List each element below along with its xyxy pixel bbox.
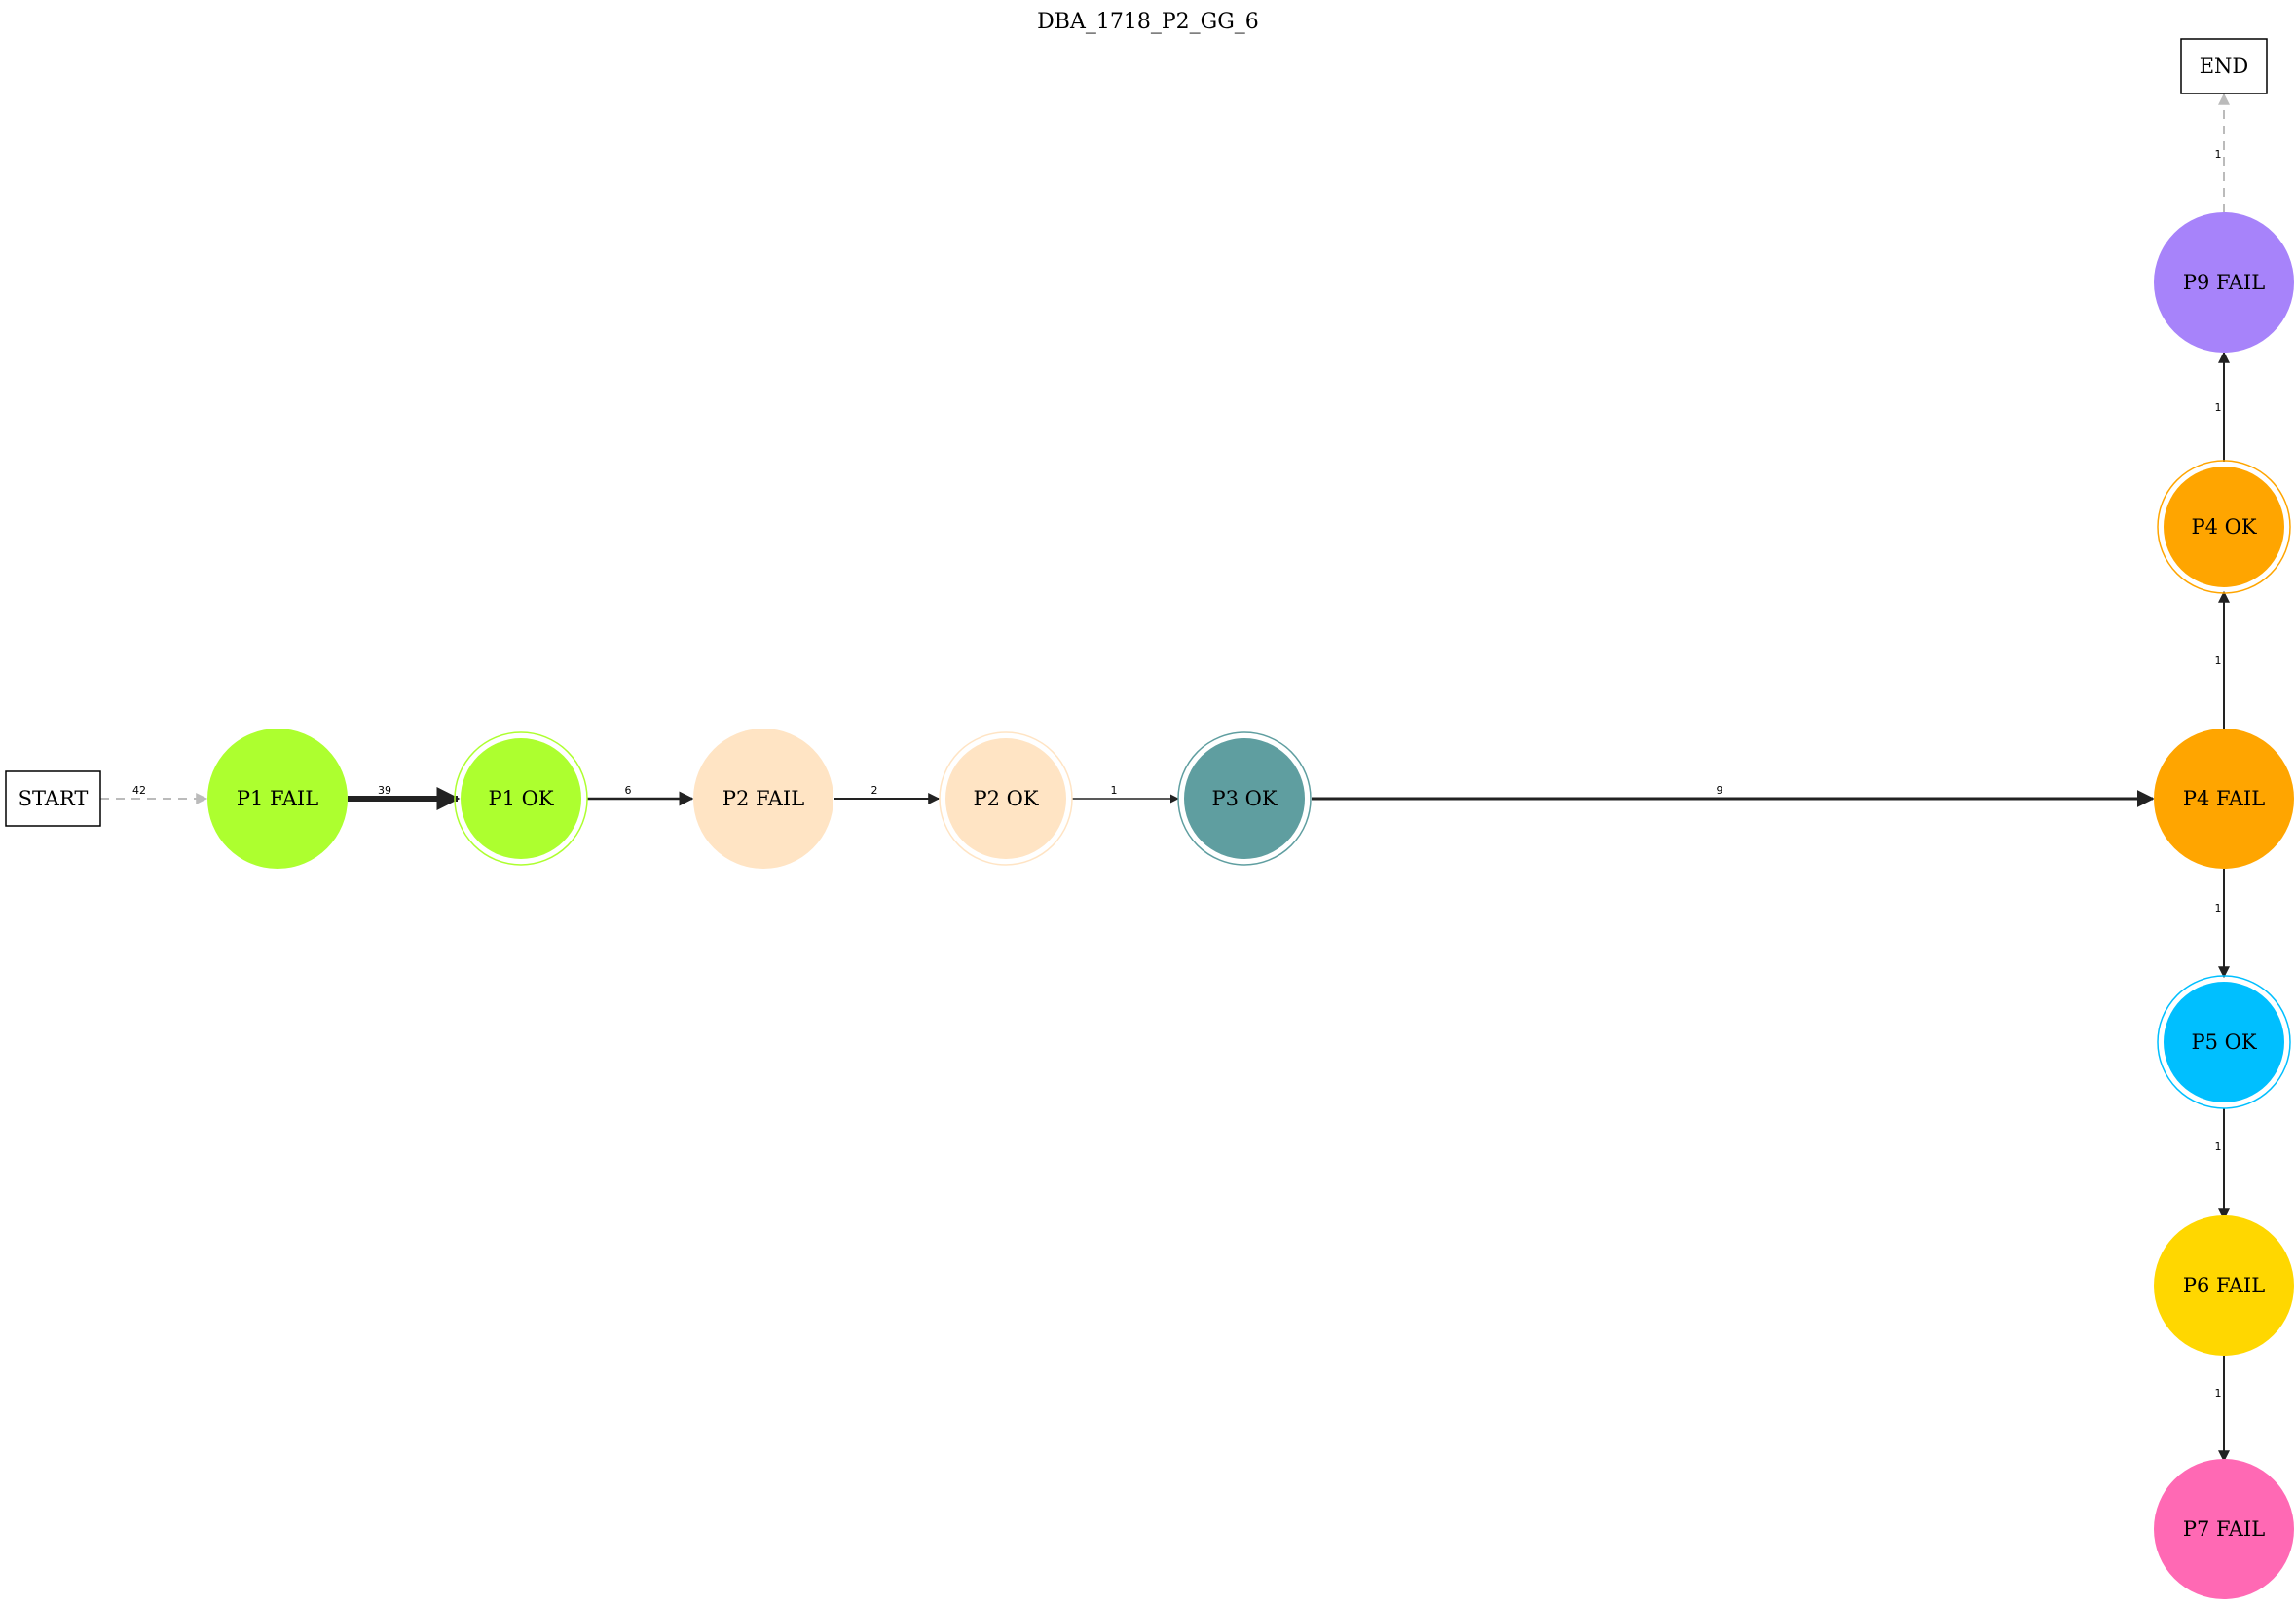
node-label: P4 FAIL xyxy=(2183,787,2265,810)
edge-label: 42 xyxy=(132,784,146,797)
edge-p2fail-p2ok: 2 xyxy=(834,784,941,804)
node-label: P2 OK xyxy=(973,787,1038,810)
diagram-title: DBA_1718_P2_GG_6 xyxy=(1037,10,1259,34)
edge-p2ok-p3ok: 1 xyxy=(1072,784,1179,804)
node-label: P6 FAIL xyxy=(2183,1274,2265,1297)
node-p2-ok[interactable]: P2 OK xyxy=(939,731,1073,866)
node-p4-ok[interactable]: P4 OK xyxy=(2157,460,2291,594)
node-p2-fail[interactable]: P2 FAIL xyxy=(693,729,833,869)
edge-label: 1 xyxy=(2215,1387,2222,1400)
edge-p6fail-p7fail: 1 xyxy=(2215,1356,2230,1463)
edge-label: 9 xyxy=(1717,784,1723,797)
node-p7-fail[interactable]: P7 FAIL xyxy=(2154,1459,2294,1599)
node-label: P5 OK xyxy=(2191,1030,2256,1054)
node-label: P2 FAIL xyxy=(722,787,804,810)
node-p4-fail[interactable]: P4 FAIL xyxy=(2154,729,2294,869)
node-p5-ok[interactable]: P5 OK xyxy=(2157,975,2291,1109)
node-p1-ok[interactable]: P1 OK xyxy=(454,731,588,866)
node-label: P4 OK xyxy=(2191,515,2256,539)
edge-label: 1 xyxy=(2215,902,2222,915)
edge-p1ok-p2fail: 6 xyxy=(587,784,694,806)
edge-label: 39 xyxy=(378,784,391,797)
edge-label: 1 xyxy=(2215,401,2222,414)
edge-p4fail-p5ok: 1 xyxy=(2215,869,2230,979)
edge-p4ok-p9fail: 1 xyxy=(2215,351,2230,462)
node-label: P7 FAIL xyxy=(2183,1517,2265,1541)
node-label: START xyxy=(19,787,89,810)
node-label: P9 FAIL xyxy=(2183,271,2265,294)
node-label: END xyxy=(2200,55,2249,78)
edge-label: 1 xyxy=(2215,148,2222,161)
node-label: P3 OK xyxy=(1211,787,1277,810)
node-p3-ok[interactable]: P3 OK xyxy=(1177,731,1312,866)
edge-label: 1 xyxy=(1111,784,1118,797)
edge-label: 1 xyxy=(2215,654,2222,667)
edge-p1fail-p1ok: 39 xyxy=(348,784,461,810)
edge-start-p1fail: 42 xyxy=(100,784,208,804)
node-p1-fail[interactable]: P1 FAIL xyxy=(207,729,348,869)
node-label: P1 OK xyxy=(488,787,553,810)
node-label: P1 FAIL xyxy=(237,787,318,810)
node-start[interactable]: START xyxy=(5,770,101,827)
node-end[interactable]: END xyxy=(2180,38,2268,94)
edge-p9fail-end: 1 xyxy=(2215,93,2230,212)
node-p9-fail[interactable]: P9 FAIL xyxy=(2154,212,2294,353)
edge-p4fail-p4ok: 1 xyxy=(2215,590,2230,729)
edge-label: 2 xyxy=(871,784,878,797)
edge-p3ok-p4fail: 9 xyxy=(1312,784,2155,807)
node-p6-fail[interactable]: P6 FAIL xyxy=(2154,1215,2294,1356)
edge-label: 6 xyxy=(625,784,632,797)
edge-p5ok-p6fail: 1 xyxy=(2215,1108,2230,1220)
edge-label: 1 xyxy=(2215,1140,2222,1153)
